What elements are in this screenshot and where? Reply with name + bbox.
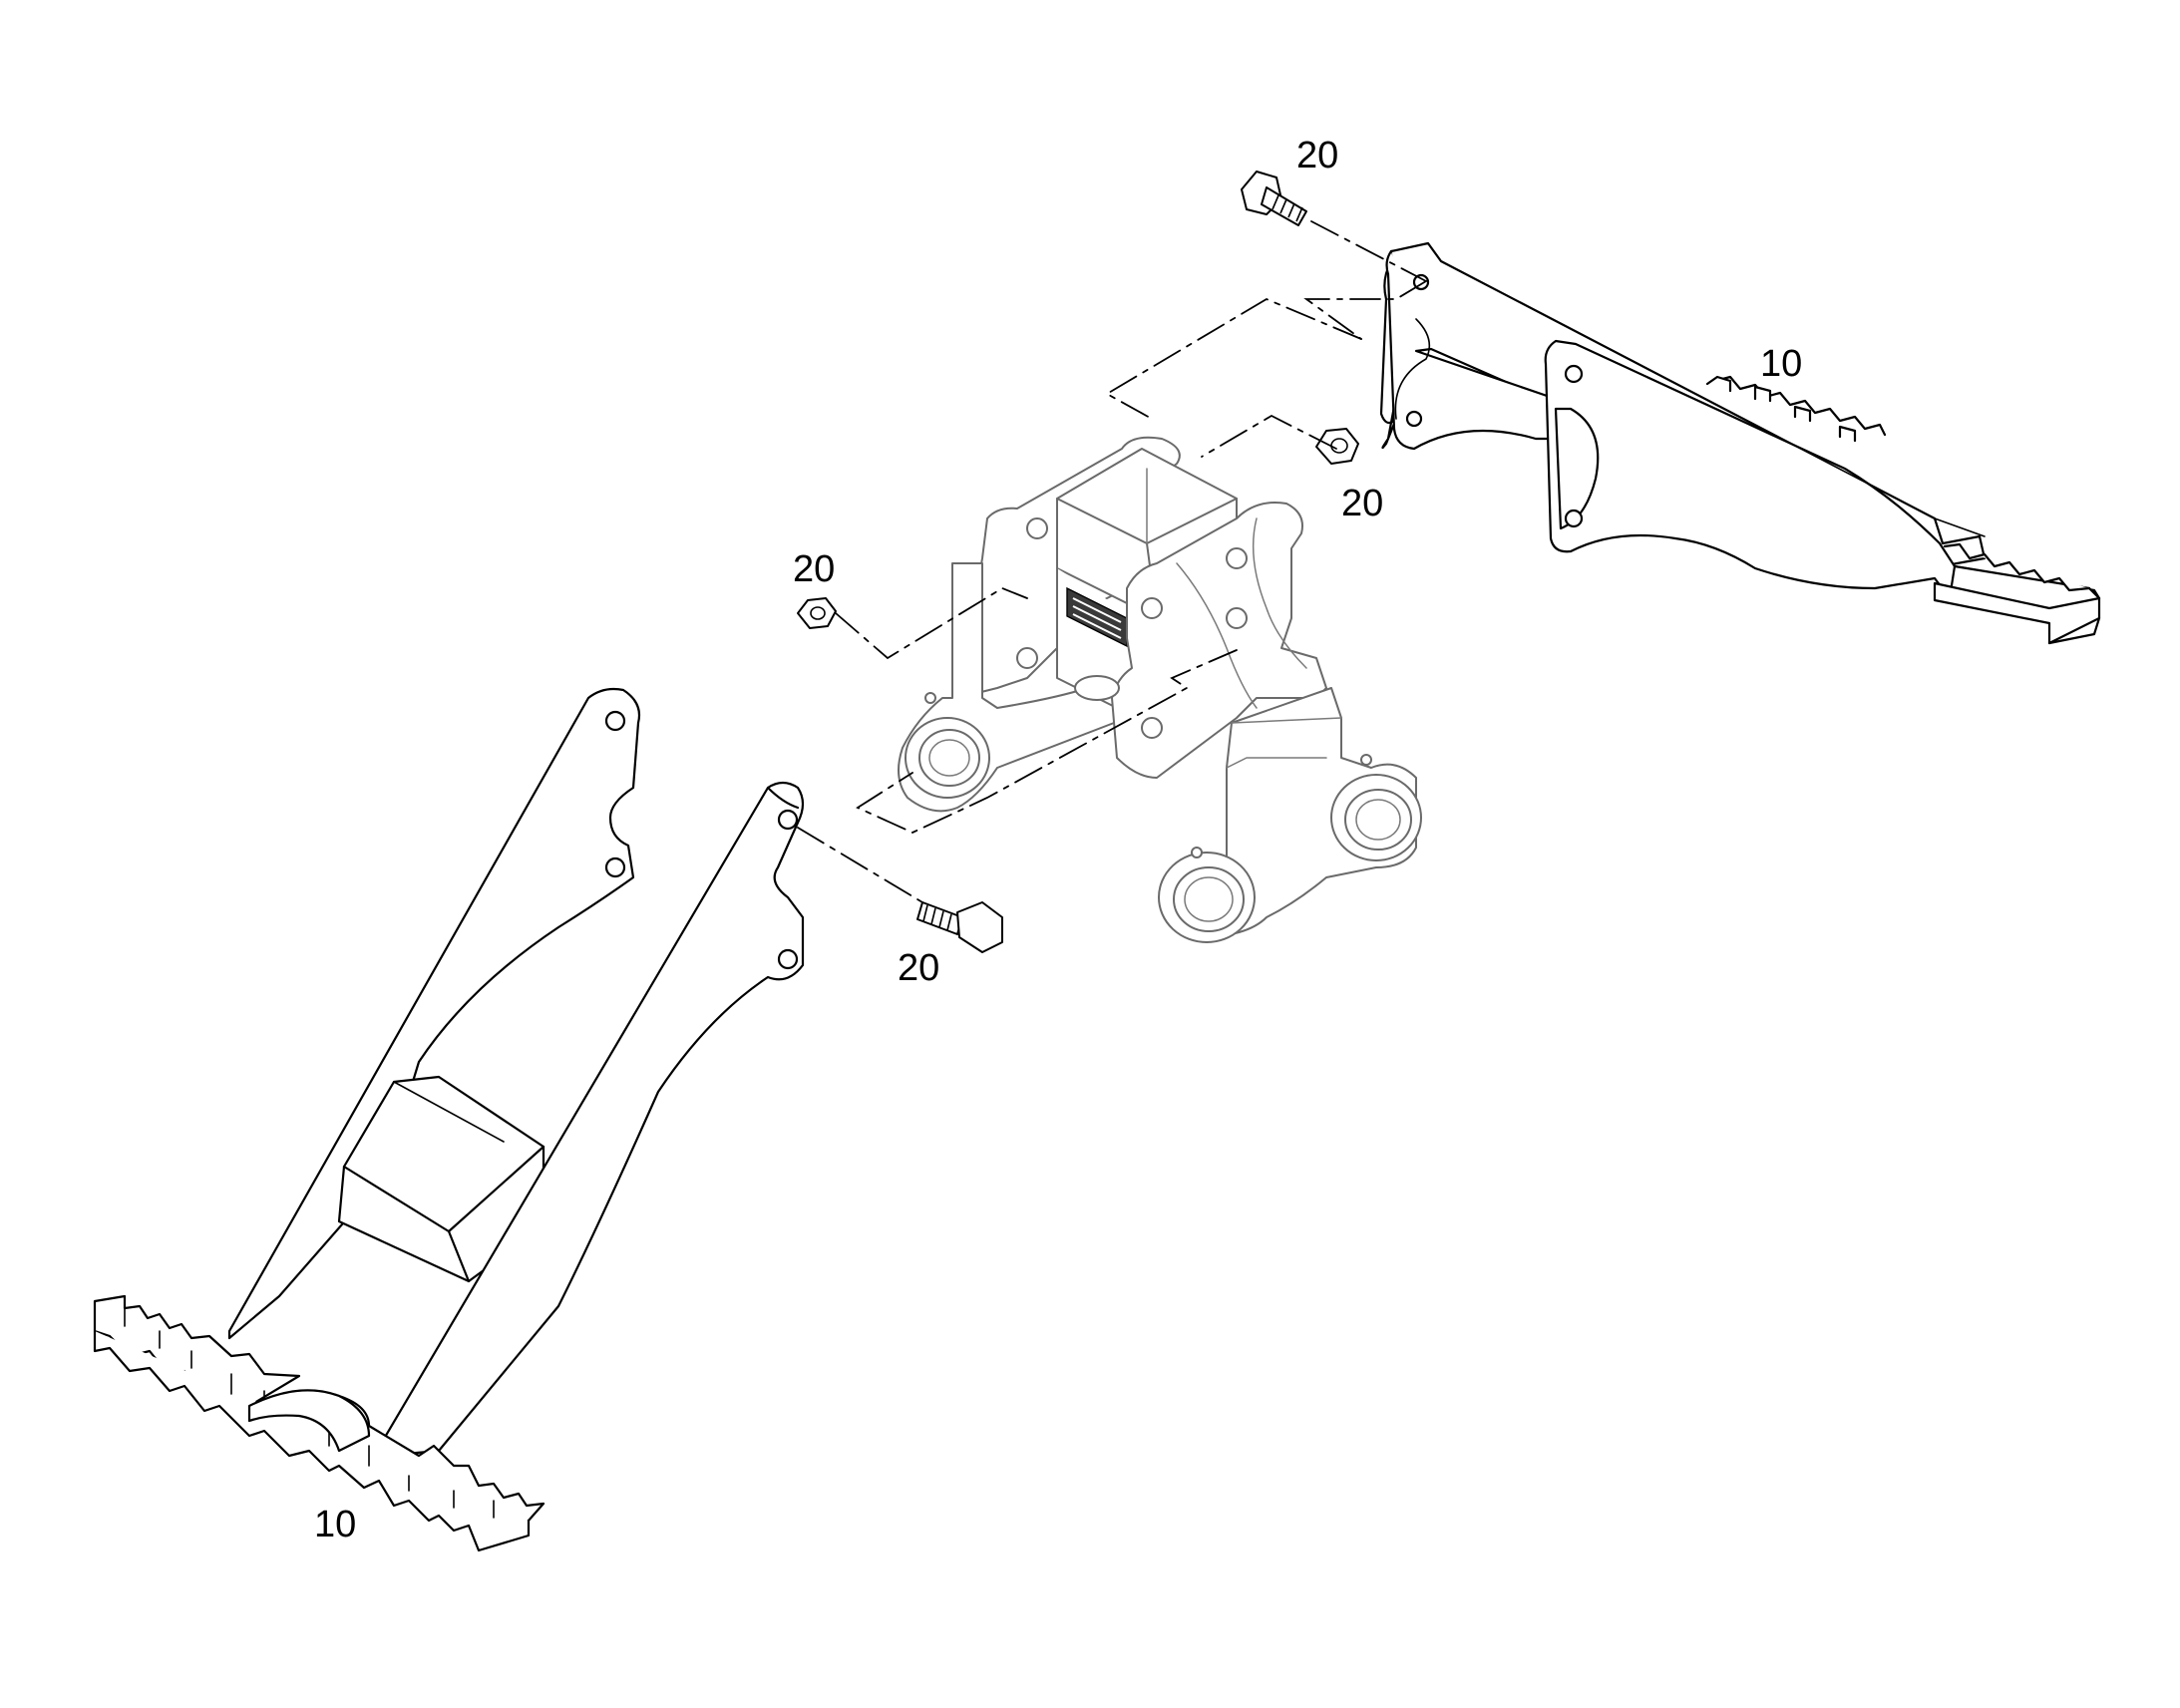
nut-left bbox=[797, 597, 837, 629]
bolt-bottom bbox=[916, 901, 1003, 953]
bolt-top bbox=[1241, 171, 1307, 226]
nut-right bbox=[1315, 428, 1359, 465]
callout-nut-left: 20 bbox=[793, 548, 835, 590]
callout-nut-right: 20 bbox=[1341, 483, 1383, 524]
left-frame-part bbox=[93, 687, 805, 1552]
center-bracket-part bbox=[898, 436, 1422, 943]
leader-lines bbox=[797, 220, 1427, 903]
callout-bolt-top: 20 bbox=[1296, 135, 1338, 176]
callout-bolt-bottom: 20 bbox=[898, 947, 939, 989]
callout-frame-left: 10 bbox=[314, 1504, 356, 1545]
right-frame-part bbox=[1379, 241, 2101, 645]
callout-frame-right: 10 bbox=[1760, 343, 1802, 385]
